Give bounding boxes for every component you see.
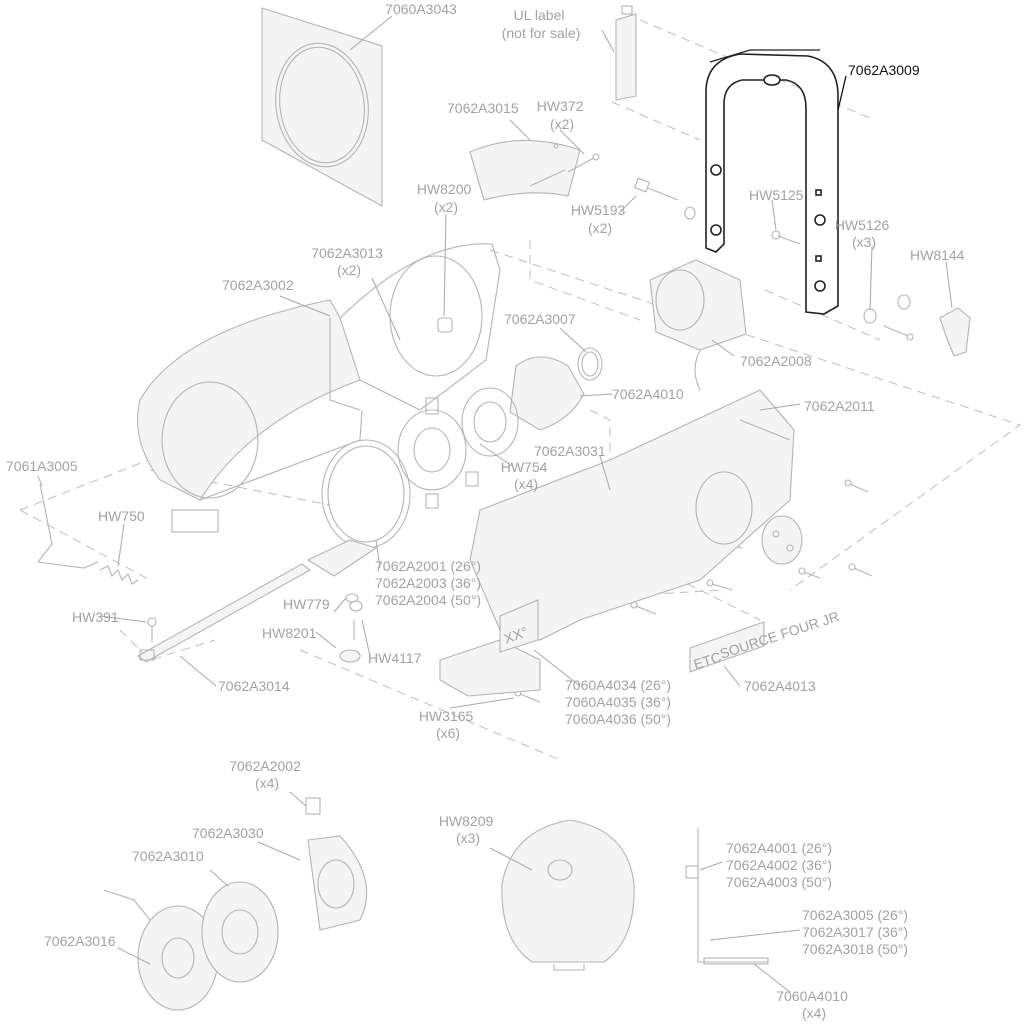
label-hw8209: HW8209 (x3) — [439, 813, 497, 846]
hardware-screws — [147, 153, 971, 703]
ring-7062A3007 — [577, 347, 603, 381]
label-hw750: HW750 — [98, 508, 145, 524]
lamp-cap-HW8209 — [501, 819, 635, 971]
part-labels: 7060A3043 UL label (not for sale) 7062A3… — [6, 1, 965, 1021]
lens-marking-plate: XX° — [499, 599, 539, 653]
lens-tube-7062A2011 — [439, 389, 803, 697]
label-hw5126: HW5126 (x3) — [835, 217, 893, 250]
yoke-7062A3009 — [705, 49, 839, 315]
label-7062A3005: 7062A3005 (26°) 7062A3017 (36°) 7062A301… — [802, 907, 912, 957]
label-7062A2011: 7062A2011 — [804, 398, 875, 414]
leader-lines — [37, 15, 953, 993]
label-7060A4010: 7060A4010 (x4) — [776, 988, 852, 1021]
lamp-plate-7062A3005 — [685, 828, 769, 965]
etc-badge-7062A4013: ETC SOURCE FOUR JR — [689, 608, 841, 673]
label-7061A3005: 7061A3005 — [6, 458, 78, 474]
label-7062A3016: 7062A3016 — [44, 933, 116, 949]
iris-7062A3010 — [201, 881, 279, 983]
label-7062A3031: 7062A3031 — [534, 443, 606, 459]
label-hw5125: HW5125 — [749, 187, 804, 203]
shutter-7062A3030 — [305, 797, 368, 931]
lens-7062A2001 — [321, 439, 411, 549]
label-hw4117: HW4117 — [368, 650, 422, 666]
label-hw779: HW779 — [283, 596, 330, 612]
label-7062A2001: 7062A2001 (26°) 7062A2003 (36°) 7062A200… — [375, 558, 485, 608]
label-hw391: HW391 — [72, 609, 119, 625]
clamp-HW779 — [306, 539, 378, 603]
ul-label-part — [615, 5, 637, 101]
label-7062A2002: 7062A2002 (x4) — [229, 758, 305, 791]
label-7062A2008: 7062A2008 — [740, 353, 812, 369]
label-hw8201: HW8201 — [262, 625, 317, 641]
label-7062A4013: 7062A4013 — [744, 678, 816, 694]
label-hw8200: HW8200 (x2) — [417, 181, 475, 215]
label-hw754: HW754 (x4) — [501, 459, 552, 492]
label-hw5193: HW5193 (x2) — [571, 202, 629, 236]
label-hw3165: HW3165 (x6) — [419, 708, 477, 741]
bracket-7062A3014 — [136, 563, 312, 663]
label-7062A3030: 7062A3030 — [192, 825, 264, 841]
label-7060A4034: 7060A4034 (26°) 7060A4035 (36°) 7060A403… — [565, 677, 675, 727]
label-7062A3010: 7062A3010 — [132, 848, 204, 864]
housing-7062A3002 — [137, 243, 501, 533]
top-cover-7062A3015 — [469, 139, 581, 201]
label-hw372: HW372 (x2) — [537, 98, 588, 132]
label-7062A4010: 7062A4010 — [612, 386, 684, 402]
spring-HW750 — [99, 565, 139, 585]
socket-7062A2008 — [649, 259, 747, 391]
lens-degree-marking: XX° — [502, 623, 530, 646]
label-7062A3015: 7062A3015 — [447, 100, 519, 116]
label-7062A3009: 7062A3009 — [848, 62, 920, 78]
label-7062A4001: 7062A4001 (26°) 7062A4002 (36°) 7062A400… — [726, 840, 836, 890]
color-frame-7060A3043 — [261, 7, 383, 207]
reflector-7062A4010 — [509, 356, 585, 431]
shutter-assembly — [397, 387, 519, 509]
label-7062A3002: 7062A3002 — [222, 277, 294, 293]
label-7060A3043: 7060A3043 — [385, 1, 457, 17]
label-7062A3014: 7062A3014 — [218, 678, 290, 694]
label-7062A3013: 7062A3013 (x2) — [311, 245, 387, 278]
label-ul-label: UL label (not for sale) — [502, 7, 581, 41]
crank-7061A3005 — [36, 483, 99, 569]
label-7062A3007: 7062A3007 — [504, 311, 576, 327]
label-hw8144: HW8144 — [910, 247, 965, 263]
